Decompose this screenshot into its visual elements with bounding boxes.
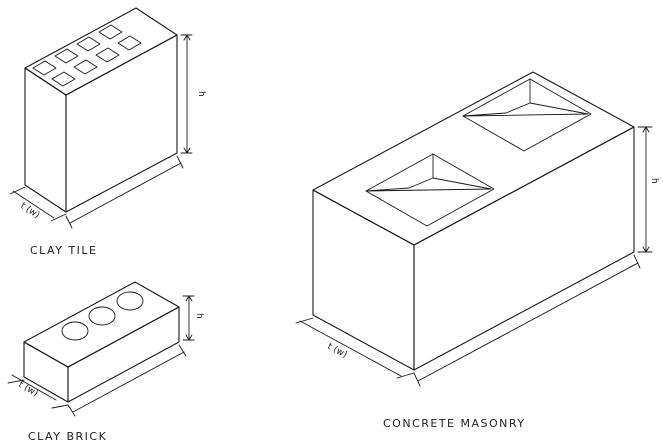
clay-brick-right-face bbox=[67, 306, 180, 403]
clay-brick-unit: h t (w) CLAY BRICK bbox=[7, 281, 204, 443]
clay-brick-height-label: h bbox=[194, 313, 204, 319]
clay-tile-unit: h t (w) CLAY TILE bbox=[9, 7, 206, 257]
concrete-masonry-top-face bbox=[312, 71, 635, 246]
clay-tile-front-face bbox=[24, 67, 67, 213]
clay-tile-height-label: h bbox=[196, 91, 206, 97]
concrete-masonry-cores bbox=[365, 78, 592, 227]
concrete-masonry-length-dimension bbox=[413, 254, 641, 387]
clay-tile-height-dimension: h bbox=[180, 34, 206, 154]
concrete-masonry-right-face bbox=[413, 126, 635, 371]
clay-brick-holes bbox=[61, 291, 144, 341]
concrete-masonry-height-dimension: h bbox=[637, 126, 659, 253]
clay-tile-cells bbox=[32, 24, 142, 87]
concrete-masonry-thickness-label: t (w) bbox=[326, 342, 349, 361]
clay-tile-thickness-dimension: t (w) bbox=[9, 186, 67, 222]
clay-tile-top-face bbox=[24, 7, 178, 96]
concrete-masonry-unit: h t (w) CONCRETE MASONRY bbox=[295, 71, 659, 430]
clay-brick-height-dimension: h bbox=[182, 295, 204, 341]
concrete-masonry-label: CONCRETE MASONRY bbox=[383, 417, 526, 430]
clay-brick-top-face bbox=[23, 281, 180, 368]
clay-brick-label: CLAY BRICK bbox=[28, 430, 107, 443]
clay-tile-thickness-label: t (w) bbox=[18, 201, 41, 221]
clay-brick-length-dimension bbox=[67, 344, 187, 417]
concrete-masonry-height-label: h bbox=[649, 178, 659, 184]
clay-tile-label: CLAY TILE bbox=[30, 244, 98, 257]
clay-brick-thickness-label: t (w) bbox=[17, 380, 40, 399]
clay-tile-length-dimension bbox=[65, 155, 184, 229]
clay-brick-thickness-dimension: t (w) bbox=[7, 374, 69, 409]
concrete-masonry-thickness-dimension: t (w) bbox=[295, 317, 415, 379]
